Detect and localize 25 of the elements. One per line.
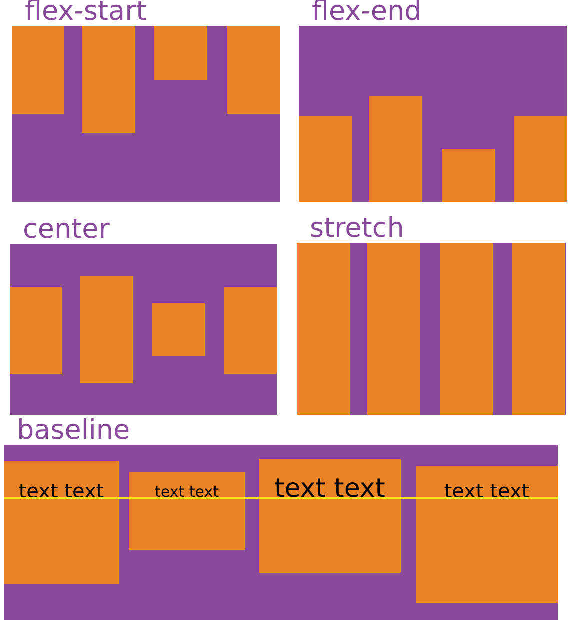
flex-item — [369, 96, 422, 202]
flex-item — [297, 243, 350, 415]
flex-item — [80, 276, 133, 383]
flex-item — [259, 459, 401, 573]
flex-item — [442, 149, 495, 202]
item-text: text text — [274, 476, 386, 502]
flex-item — [82, 26, 135, 133]
flex-item — [514, 116, 567, 202]
flex-item — [10, 287, 62, 374]
flex-item — [4, 461, 119, 584]
flex-item — [12, 26, 64, 114]
flex-item — [299, 116, 352, 202]
flex-item — [416, 466, 558, 603]
flex-item — [512, 243, 565, 415]
item-text: text text — [154, 485, 220, 500]
flex-item — [154, 26, 207, 80]
panel-title: baseline — [17, 417, 130, 444]
flex-item — [152, 303, 205, 356]
panel-title: stretch — [310, 215, 404, 242]
flex-item — [129, 472, 245, 550]
flex-item — [224, 287, 277, 374]
panel-title: center — [23, 216, 110, 243]
flex-item — [367, 243, 420, 415]
flex-item — [440, 243, 493, 415]
flex-item — [227, 26, 280, 114]
